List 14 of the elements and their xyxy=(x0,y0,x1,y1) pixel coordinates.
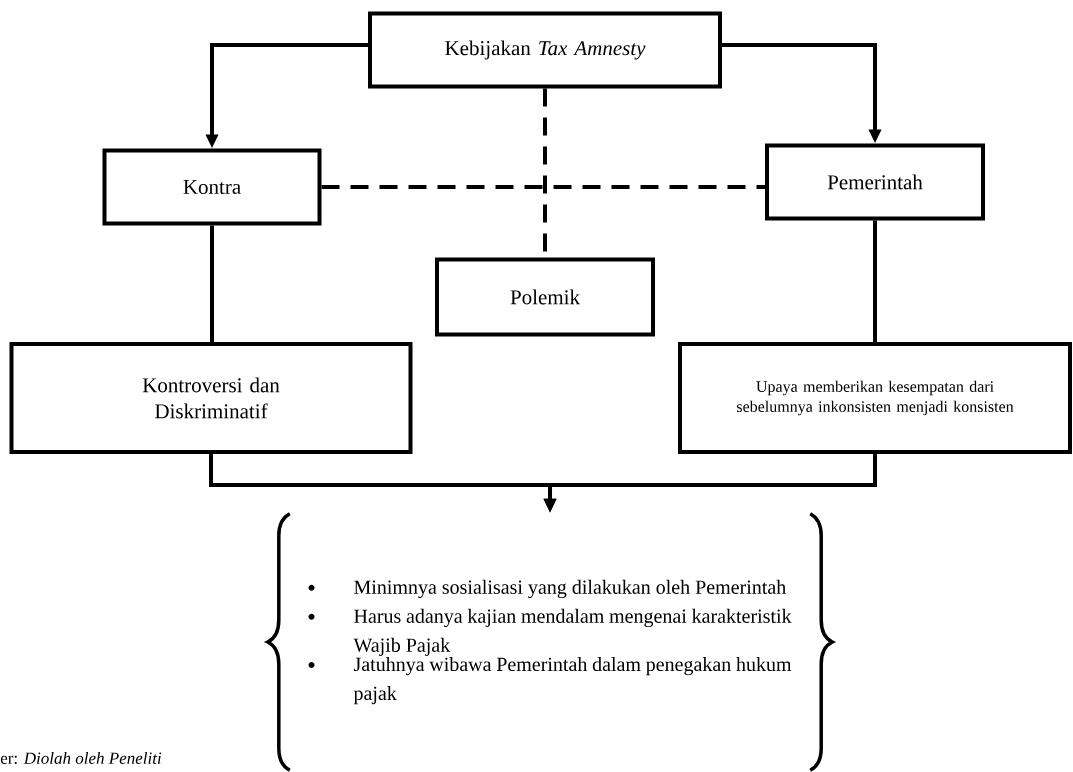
source-note: er: Diolah oleh Peneliti xyxy=(0,752,162,764)
process-box: Kontra xyxy=(102,148,322,226)
connector xyxy=(321,185,765,189)
node-label: Jatuhnya wibawa Pemerintah dalam penegakan hukum pajak xyxy=(353,657,792,705)
connector xyxy=(873,220,877,342)
node-label: Harus adanya kajian mendalam mengenai karakteristik Wajib Pajak xyxy=(353,608,792,656)
node-label: Minimnya sosialisasi yang dilakukan oleh Pemerintah xyxy=(354,579,786,599)
process-box: Polemik xyxy=(435,257,655,337)
connector xyxy=(210,225,214,342)
title-box: Kebijakan Tax Amnesty xyxy=(368,11,722,89)
process-box: Kontroversi dan Diskriminatif xyxy=(9,342,413,454)
bracketed-list: Minimnya sosialisasi yang dilakukan oleh Pemerintah Harus adanya kajian mendalam mengenai karakteristik Wajib Pajak Jatuhnya wibawa Pemerintah dalam penegakan hukum pajak xyxy=(266,512,834,772)
process-box: Pemerintah xyxy=(765,143,985,221)
process-box: Upaya memberikan kesempatan dari sebelumnya inkonsisten menjadi konsisten xyxy=(678,342,1072,454)
